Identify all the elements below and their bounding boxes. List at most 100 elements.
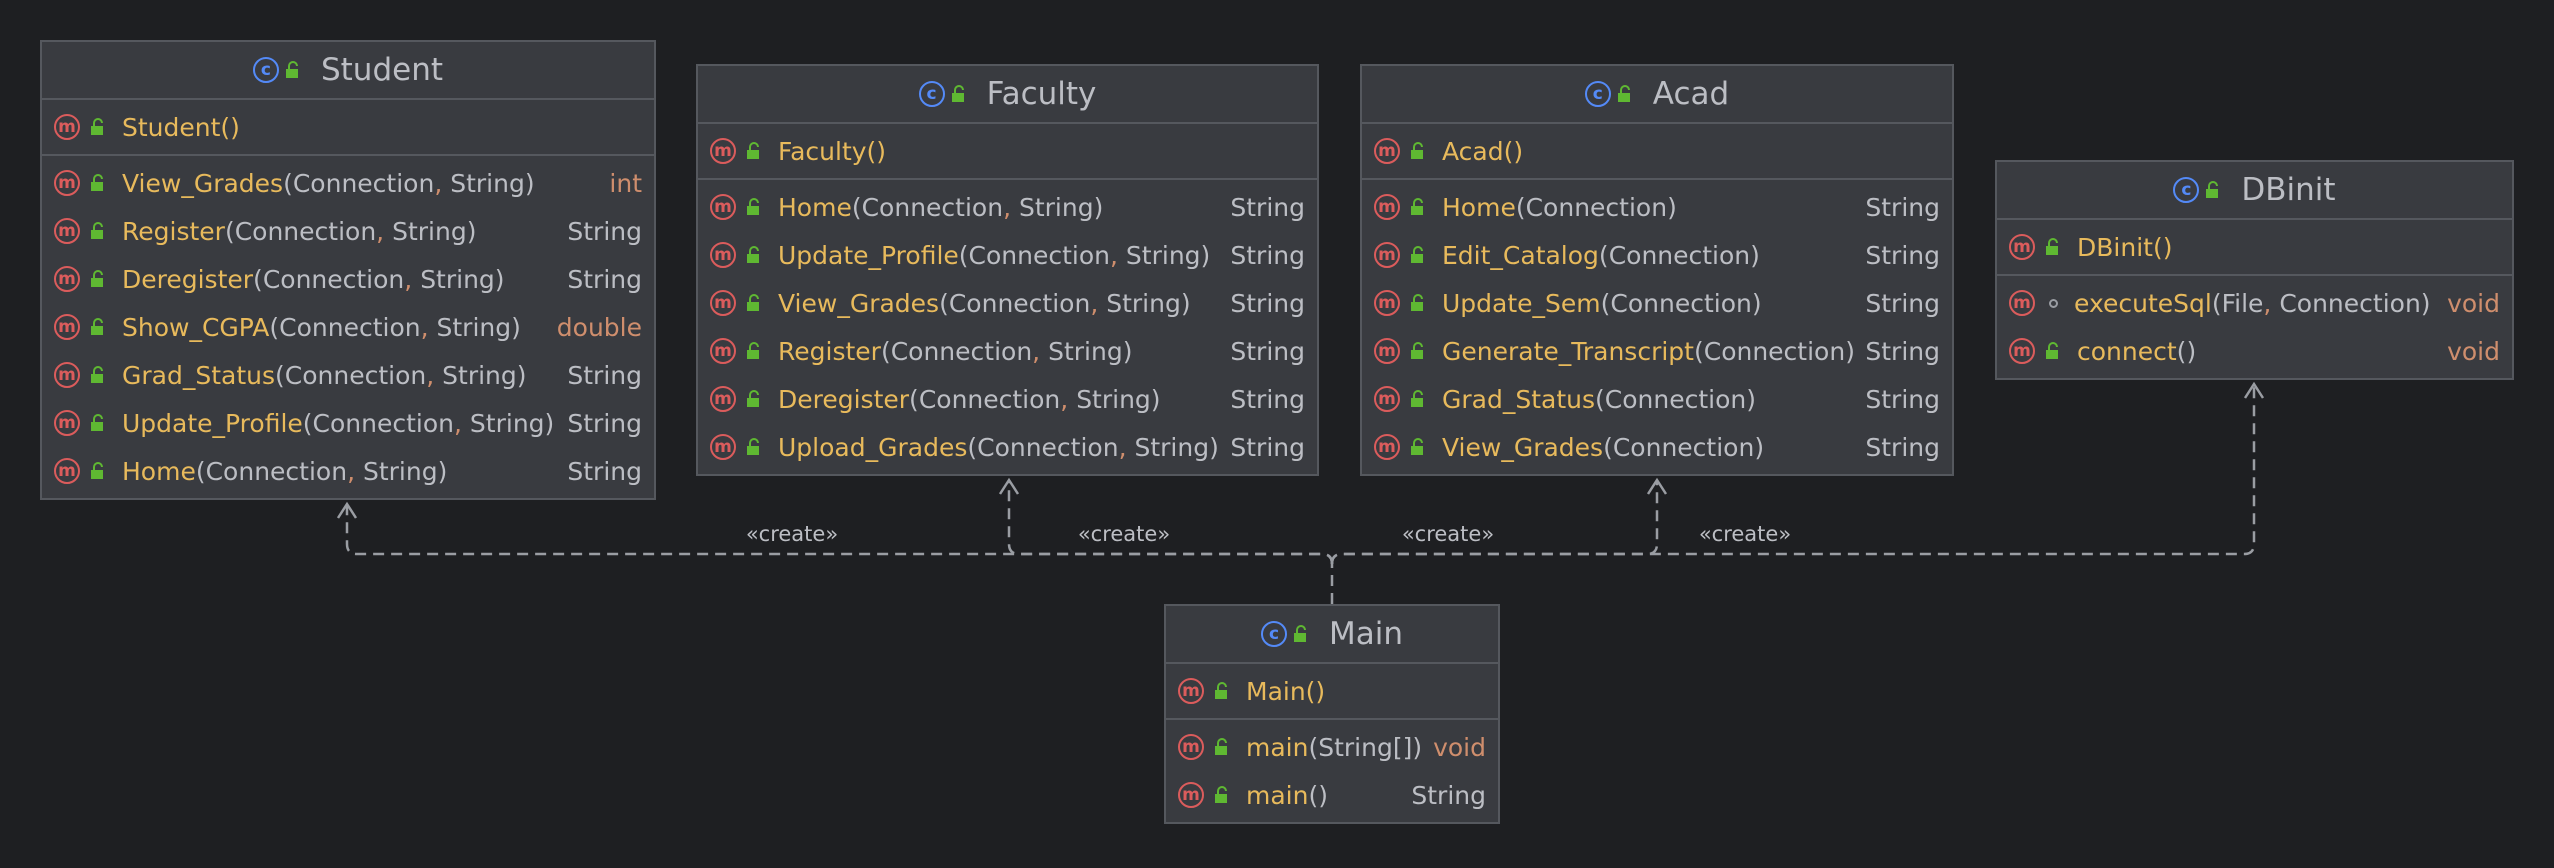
param-separator: ,: [1110, 240, 1126, 270]
param-type: Connection: [234, 216, 377, 246]
param-type: Connection: [262, 264, 405, 294]
method-name: Upload_Grades: [778, 432, 968, 462]
return-type: String: [1865, 240, 1940, 270]
param-type: String: [392, 216, 467, 246]
arrow-head-dbinit: [2243, 381, 2265, 399]
constructor-name: Faculty(): [778, 136, 887, 166]
method-signature: Home(Connection): [1442, 192, 1677, 222]
param-type: Connection: [312, 408, 455, 438]
return-type: String: [1865, 432, 1940, 462]
param-separator: ,: [2263, 288, 2280, 318]
method-signature: Update_Profile(Connection, String): [122, 408, 555, 438]
public-lock-icon: [1617, 85, 1630, 102]
return-type: String: [1865, 336, 1940, 366]
public-lock-icon: [747, 198, 759, 215]
private-dot-icon: [2049, 298, 2058, 308]
method-signature: View_Grades(Connection): [1442, 432, 1765, 462]
param-type: Connection: [977, 432, 1119, 462]
method-icon: m: [54, 218, 80, 244]
param-separator: ,: [420, 312, 437, 342]
method-icon: m: [710, 386, 736, 412]
method-icon: m: [54, 170, 80, 196]
method-signature: Show_CGPA(Connection, String): [122, 312, 521, 342]
method-signature: Grad_Status(Connection): [1442, 384, 1757, 414]
method-icon: m: [54, 114, 80, 140]
return-type: String: [1865, 384, 1940, 414]
constructor-name: Student(): [122, 112, 240, 142]
method-icon: m: [710, 138, 736, 164]
public-lock-icon: [2206, 181, 2219, 198]
method-signature: Faculty(): [778, 137, 1305, 166]
method-name: Generate_Transcript: [1442, 336, 1694, 366]
param-type: Connection: [1610, 288, 1752, 318]
public-lock-icon: [1215, 738, 1227, 755]
constructor-row[interactable]: m Student(): [42, 103, 654, 151]
method-name: main: [1246, 732, 1309, 762]
method-signature: connect(): [2077, 336, 2197, 366]
param-type: Connection: [948, 288, 1091, 318]
method-signature: Student(): [122, 113, 642, 142]
method-name: connect: [2077, 336, 2177, 366]
method-signature: Edit_Catalog(Connection): [1442, 240, 1760, 270]
method-signature: Home(Connection, String): [778, 192, 1104, 222]
return-type: String: [1230, 432, 1305, 462]
public-lock-icon: [91, 174, 103, 191]
method-signature: Update_Sem(Connection): [1442, 288, 1762, 318]
param-type: Connection: [205, 456, 348, 486]
param-type: Connection: [279, 312, 421, 342]
return-type: double: [556, 312, 642, 342]
method-signature: Deregister(Connection, String): [122, 264, 505, 294]
param-type: Connection: [968, 240, 1111, 270]
param-type: String: [1125, 240, 1201, 270]
edge-label-create: «create»: [1077, 522, 1171, 546]
param-separator: ,: [434, 168, 451, 198]
class-icon: c: [2173, 177, 2200, 203]
method-signature: Acad(): [1442, 137, 1940, 166]
class-icon: c: [1260, 621, 1287, 647]
constructor-row[interactable]: m Faculty(): [698, 127, 1317, 175]
method-signature: Home(Connection, String): [122, 456, 448, 486]
public-lock-icon: [747, 342, 759, 359]
method-icon: m: [710, 290, 736, 316]
